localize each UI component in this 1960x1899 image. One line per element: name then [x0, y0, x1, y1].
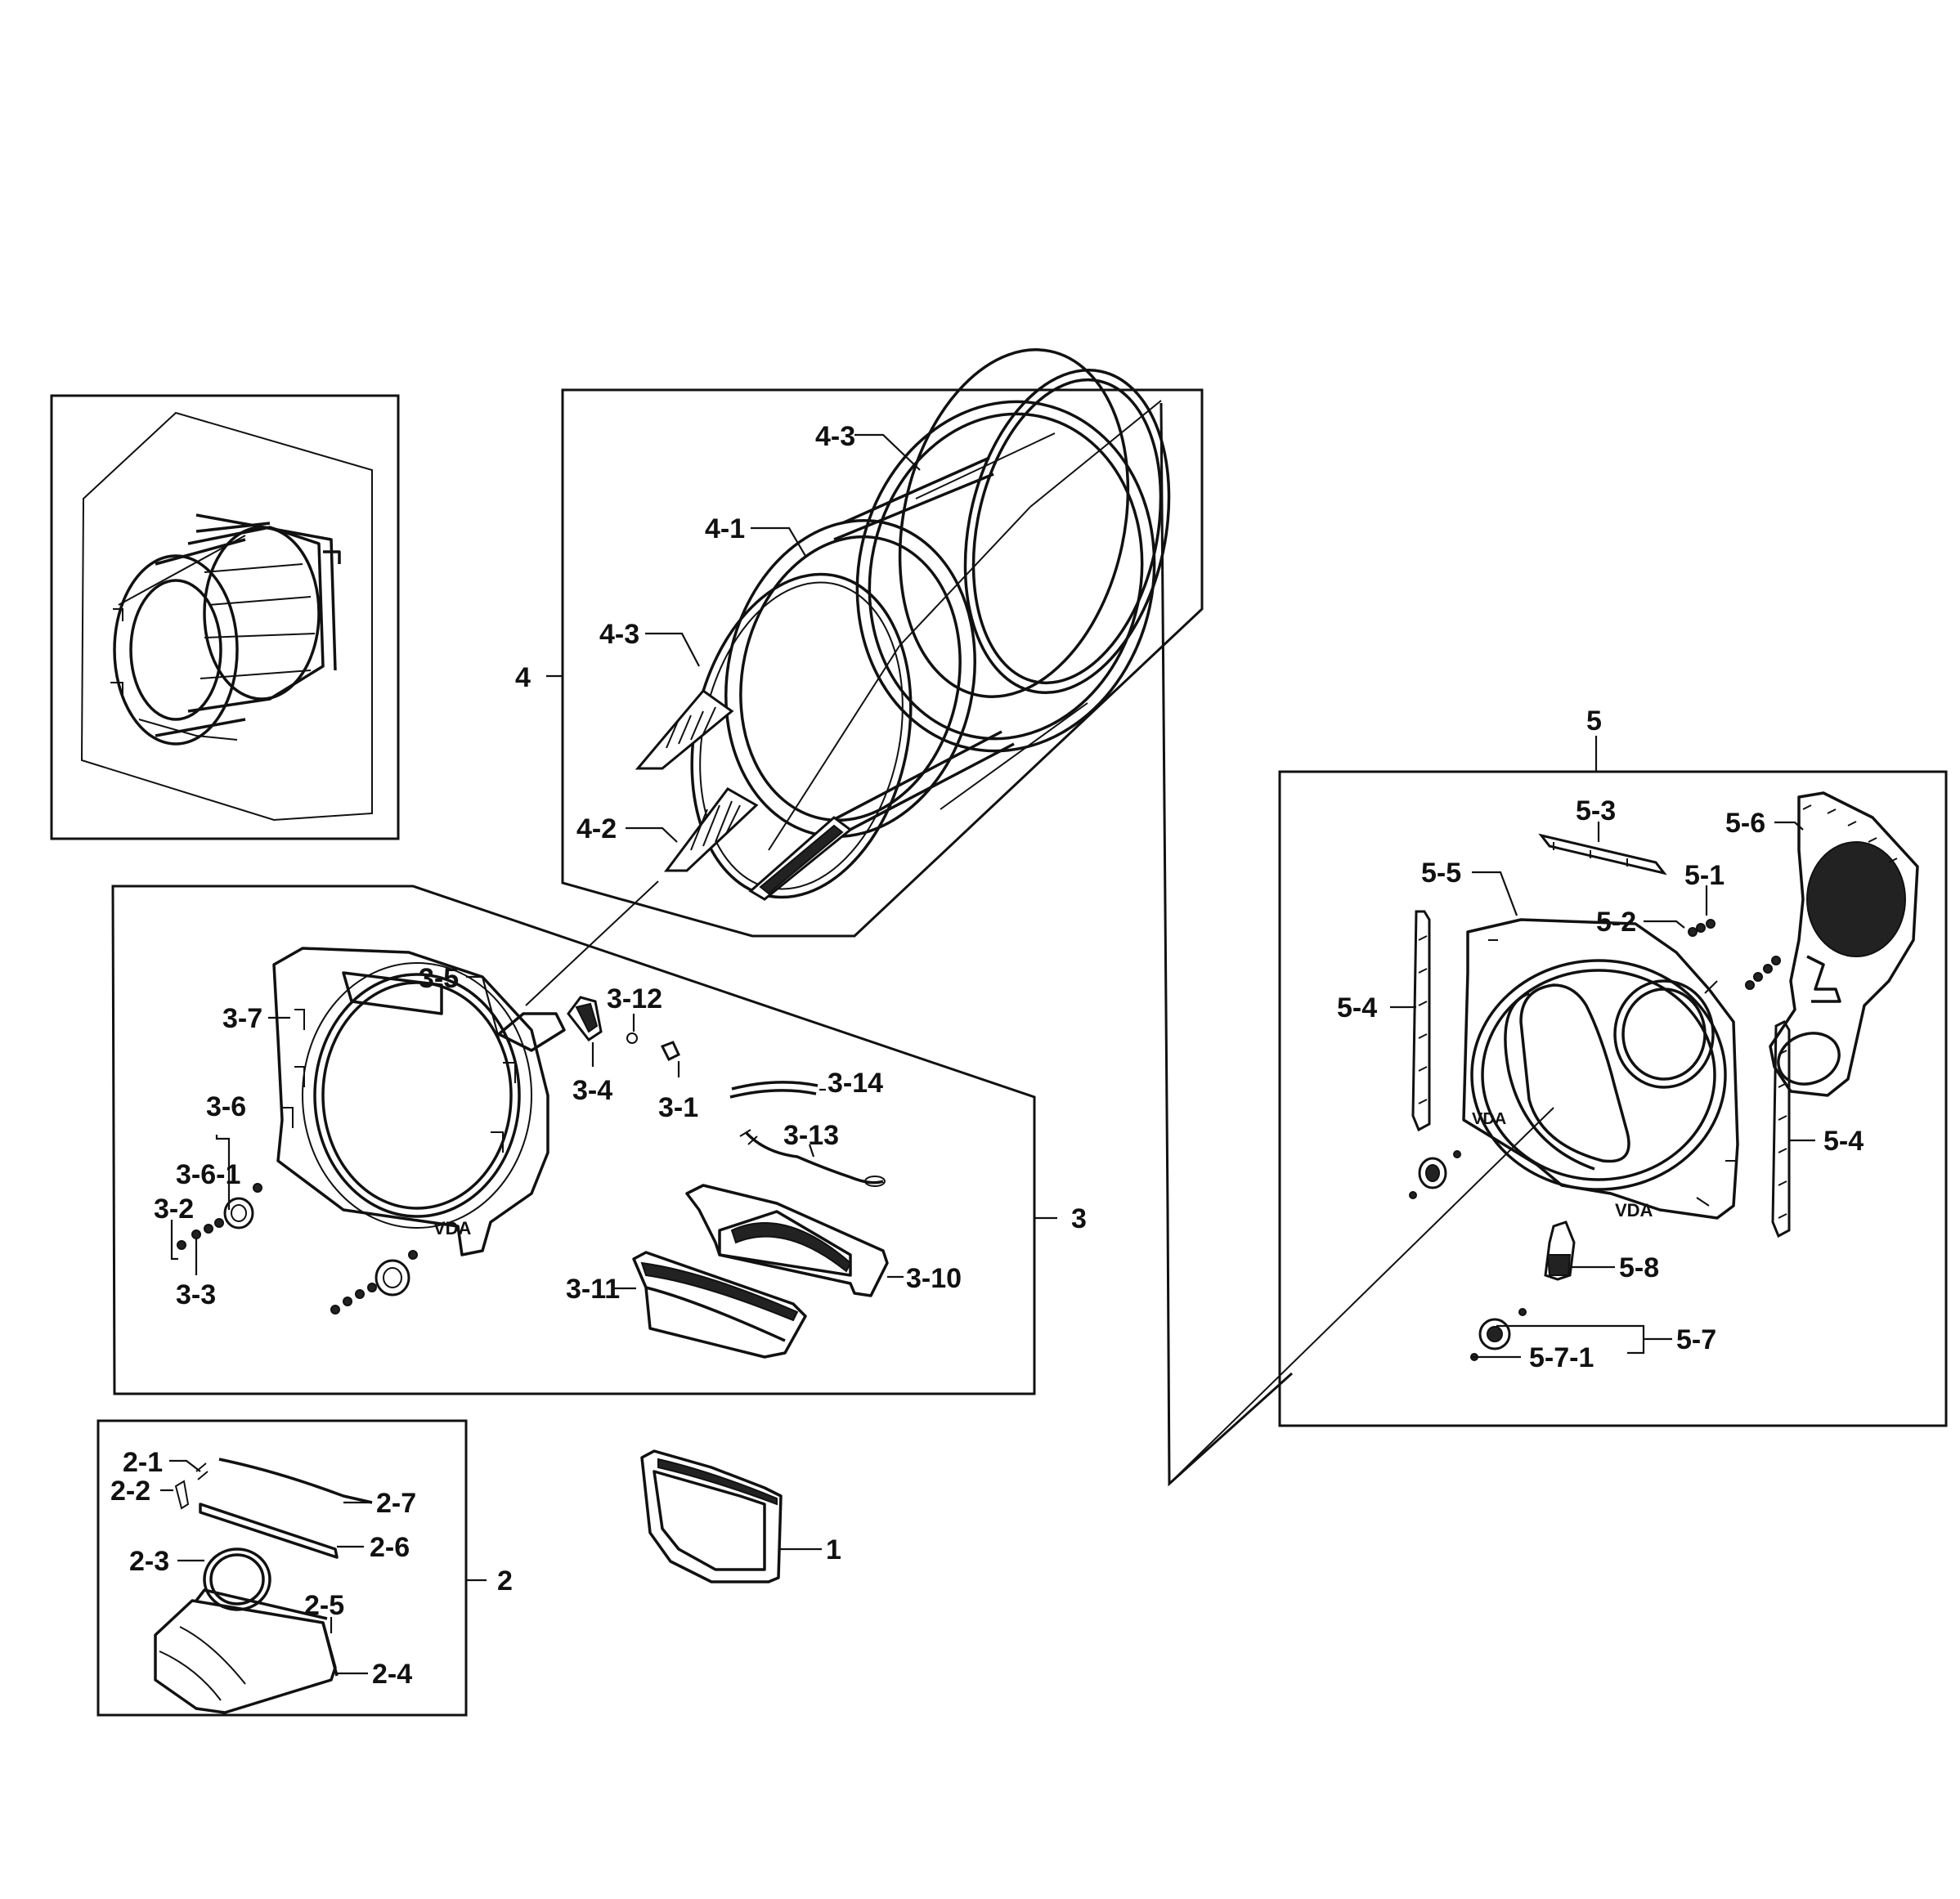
front-panel-fasteners: [177, 1183, 418, 1315]
label-3-3: 3-3: [176, 1279, 216, 1310]
duct-sensor-wire: [218, 1458, 373, 1504]
section-2-duct: 2 2-1 2-2 2-7 2-6 2-3 2-5 2-4: [96, 1419, 513, 1717]
rear-side-rails: [1411, 910, 1791, 1238]
label-5-3: 5-3: [1576, 795, 1616, 826]
label-4: 4: [515, 662, 531, 693]
label-5-4-left: 5-4: [1337, 992, 1377, 1023]
label-2-7: 2-7: [376, 1488, 416, 1519]
label-3-13: 3-13: [783, 1120, 839, 1151]
drum-to-front-axis-line: [525, 880, 659, 1006]
duct-bracket: [199, 1503, 339, 1559]
filter-cover-part: [632, 1251, 807, 1359]
label-5-7: 5-7: [1676, 1324, 1716, 1355]
duct-housing-illustration: [154, 1588, 339, 1714]
label-4-2: 4-2: [576, 813, 617, 844]
label-2-2: 2-2: [110, 1476, 150, 1507]
section-3-front-frame: 3 VDA: [111, 885, 1087, 1395]
blower-housing-illustration: [1769, 791, 1919, 1097]
drum-assembly-illustration: [110, 513, 341, 746]
label-2-5: 2-5: [304, 1590, 344, 1621]
label-5-5: 5-5: [1421, 858, 1461, 889]
rear-top-bracket: [1538, 833, 1667, 876]
assembly-overview-inset: [50, 394, 400, 840]
label-2-3: 2-3: [129, 1546, 169, 1577]
label-3-1: 3-1: [658, 1092, 698, 1123]
label-2-4: 2-4: [372, 1659, 412, 1690]
rear-panel-illustration: VDA VDA: [1462, 918, 1739, 1220]
label-3-6: 3-6: [206, 1091, 246, 1122]
door-switch-parts: [567, 996, 680, 1062]
label-5-7-1: 5-7-1: [1529, 1342, 1594, 1373]
label-5-4-right: 5-4: [1823, 1126, 1864, 1157]
rear-screws: [1688, 919, 1781, 990]
drain-hose-part: [1544, 1220, 1576, 1281]
front-panel-illustration: VDA: [272, 947, 566, 1256]
label-5: 5: [1586, 705, 1602, 737]
section-4-drum: 4 4-3 4-1: [515, 348, 1204, 938]
label-2-6: 2-6: [370, 1532, 410, 1563]
label-3-12: 3-12: [607, 983, 662, 1014]
rear-axis-line: [1168, 1107, 1554, 1485]
label-5-6: 5-6: [1725, 808, 1765, 839]
drum-lifter-parts: [635, 688, 853, 901]
label-4-3-top: 4-3: [815, 421, 855, 452]
duct-seal-ring: [203, 1547, 271, 1611]
filter-housing-part: [685, 1184, 889, 1297]
part-1-lint-filter: 1: [640, 1449, 841, 1583]
rear-bumpers: [1409, 1150, 1527, 1361]
label-5-2: 5-2: [1596, 907, 1636, 938]
label-3-7: 3-7: [222, 1003, 262, 1034]
label-3-5: 3-5: [419, 963, 459, 994]
label-5-8: 5-8: [1619, 1252, 1659, 1283]
label-1: 1: [826, 1534, 841, 1565]
label-2-1: 2-1: [123, 1447, 163, 1478]
label-4-3-left: 4-3: [599, 619, 639, 650]
label-5-1: 5-1: [1684, 860, 1725, 891]
label-3-14: 3-14: [828, 1068, 883, 1099]
label-3-10: 3-10: [906, 1263, 962, 1294]
label-3-6-1: 3-6-1: [176, 1159, 240, 1190]
section-5-rear-panel: 5 VDA VDA: [1278, 705, 1948, 1427]
front-panel-marking: VDA: [433, 1218, 472, 1238]
rear-drum-seal-ring: [898, 348, 1130, 698]
label-4-1: 4-1: [705, 513, 745, 544]
label-3: 3: [1071, 1203, 1087, 1234]
drum-body-illustration: [724, 369, 1171, 839]
rear-panel-marking: VDA: [1615, 1200, 1653, 1220]
section-4-to-5-boundary: [1159, 402, 1294, 1487]
label-3-2: 3-2: [154, 1194, 194, 1225]
label-3-4: 3-4: [572, 1075, 612, 1106]
rear-panel-marking-left: VDA: [1472, 1110, 1506, 1128]
label-3-11: 3-11: [566, 1274, 620, 1305]
label-2: 2: [497, 1565, 513, 1597]
wire-harness-parts: [729, 1081, 886, 1187]
